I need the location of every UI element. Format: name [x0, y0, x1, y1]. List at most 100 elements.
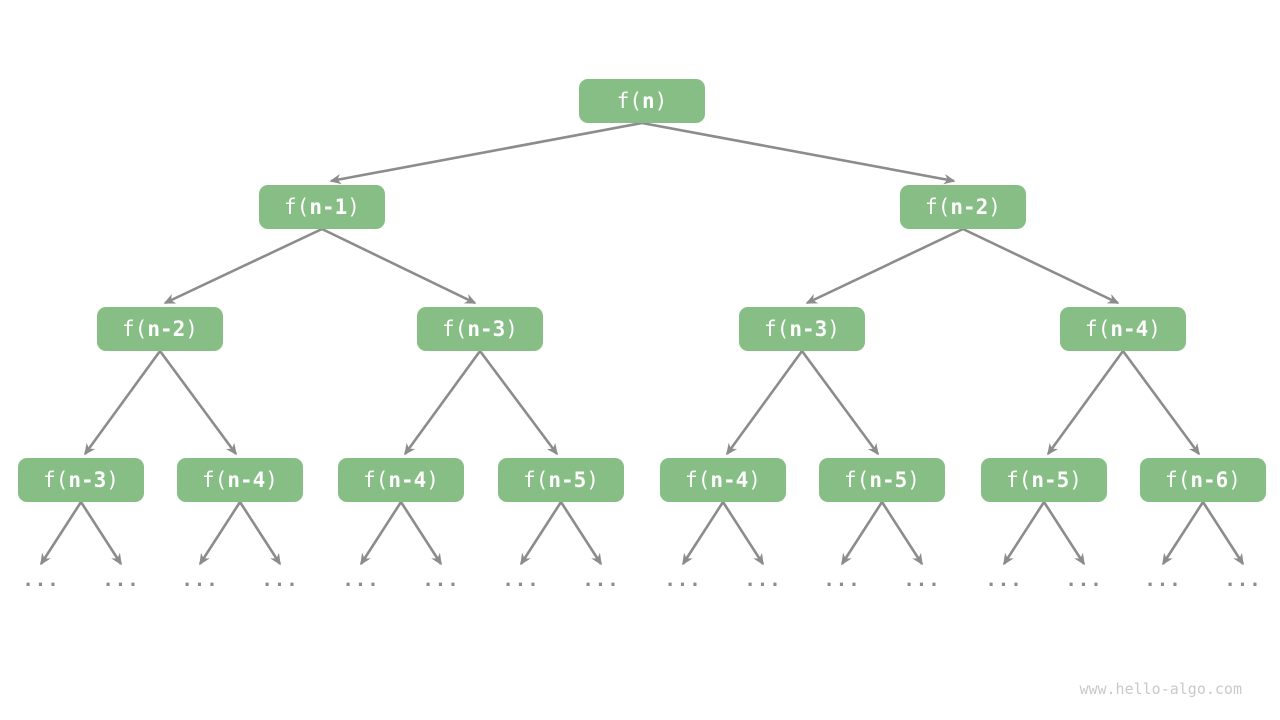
edge	[158, 350, 238, 456]
node-label-arg: n-3	[789, 316, 828, 341]
edge	[238, 501, 282, 566]
ellipsis: ...	[1144, 569, 1182, 591]
node-label-close: )	[505, 316, 518, 341]
tree-node: f(n-1)	[259, 185, 385, 229]
edge	[1042, 501, 1086, 566]
edge	[880, 501, 924, 566]
edge	[681, 501, 725, 566]
tree-node: f(n-5)	[498, 458, 624, 502]
edge	[840, 501, 884, 566]
edge	[721, 501, 765, 566]
tree-node: f(n-2)	[97, 307, 223, 351]
ellipsis: ...	[823, 569, 861, 591]
edge	[478, 350, 559, 456]
edge	[399, 501, 443, 566]
node-label-arg: n-2	[950, 194, 989, 219]
tree-node: f(n-2)	[900, 185, 1026, 229]
edge	[962, 227, 1120, 305]
node-label-open: f(	[442, 316, 468, 341]
node-label-close: )	[426, 467, 439, 492]
node-label-arg: n-2	[147, 316, 186, 341]
ellipsis: ...	[102, 569, 140, 591]
node-label-open: f(	[43, 467, 69, 492]
watermark: www.hello-algo.com	[1079, 680, 1242, 698]
node-label-close: )	[586, 467, 599, 492]
edge	[83, 350, 162, 456]
node-label-open: f(	[363, 467, 389, 492]
tree-node: f(n-6)	[1140, 458, 1266, 502]
tree-node: f(n-5)	[819, 458, 945, 502]
edge	[359, 501, 403, 566]
node-label-open: f(	[523, 467, 549, 492]
ellipsis: ...	[181, 569, 219, 591]
node-label-close: )	[106, 467, 119, 492]
edge	[79, 501, 123, 566]
edge	[329, 121, 643, 185]
node-label-arg: n-4	[227, 467, 266, 492]
tree-node: f(n-4)	[1060, 307, 1186, 351]
node-label-close: )	[185, 316, 198, 341]
ellipsis: ...	[903, 569, 941, 591]
tree-node: f(n-3)	[739, 307, 865, 351]
node-label-close: )	[347, 194, 360, 219]
ellipsis: ...	[342, 569, 380, 591]
node-label-arg: n-5	[869, 467, 908, 492]
tree-node: f(n-3)	[417, 307, 543, 351]
node-label-open: f(	[764, 316, 790, 341]
node-label-arg: n-4	[388, 467, 427, 492]
node-label-close: )	[1228, 467, 1241, 492]
ellipsis: ...	[422, 569, 460, 591]
node-label-open: f(	[1085, 316, 1111, 341]
node-label-open: f(	[1006, 467, 1032, 492]
node-label-close: )	[1148, 316, 1161, 341]
ellipsis: ...	[985, 569, 1023, 591]
edge	[39, 501, 83, 566]
edge	[800, 350, 880, 456]
node-label-arg: n-5	[1031, 467, 1070, 492]
node-label-open: f(	[925, 194, 951, 219]
node-label-close: )	[265, 467, 278, 492]
node-label-open: f(	[685, 467, 711, 492]
tree-node: f(n-5)	[981, 458, 1107, 502]
node-label-close: )	[748, 467, 761, 492]
edge	[805, 227, 964, 305]
tree-node: f(n-3)	[18, 458, 144, 502]
node-label-close: )	[1069, 467, 1082, 492]
node-label-open: f(	[284, 194, 310, 219]
node-label-arg: n-4	[1110, 316, 1149, 341]
node-label-open: f(	[122, 316, 148, 341]
edge	[641, 121, 956, 185]
tree-node: f(n-4)	[660, 458, 786, 502]
edge	[1046, 350, 1125, 456]
ellipsis: ...	[261, 569, 299, 591]
node-label-open: f(	[202, 467, 228, 492]
node-label-close: )	[907, 467, 920, 492]
node-label-arg: n	[641, 88, 655, 113]
node-label-arg: n-4	[710, 467, 749, 492]
edge	[321, 227, 477, 305]
node-label-arg: n-6	[1190, 467, 1229, 492]
node-label-close: )	[988, 194, 1001, 219]
edge	[163, 227, 323, 305]
node-label-open: f(	[1165, 467, 1191, 492]
ellipsis: ...	[664, 569, 702, 591]
edge	[519, 501, 563, 566]
node-label-open: f(	[616, 88, 642, 113]
edge	[725, 350, 804, 456]
edge	[1121, 350, 1201, 456]
tree-node-root: f(n)	[579, 79, 705, 123]
node-label-arg: n-1	[309, 194, 348, 219]
edge	[403, 350, 482, 456]
ellipsis: ...	[1224, 569, 1262, 591]
edge	[1201, 501, 1245, 566]
edge	[1002, 501, 1046, 566]
tree-node: f(n-4)	[338, 458, 464, 502]
tree-node: f(n-4)	[177, 458, 303, 502]
ellipsis: ...	[582, 569, 620, 591]
ellipsis: ...	[502, 569, 540, 591]
edge	[1161, 501, 1205, 566]
edge	[559, 501, 603, 566]
node-label-arg: n-3	[68, 467, 107, 492]
